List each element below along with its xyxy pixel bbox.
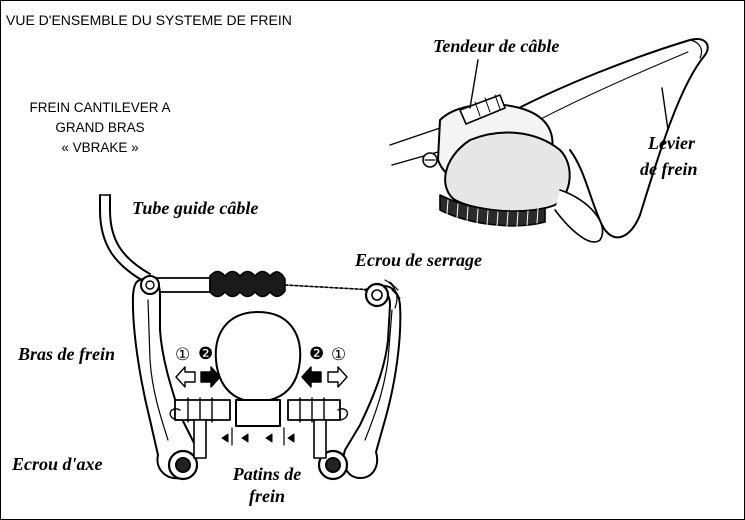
outward-arrow-left [175, 366, 196, 388]
marker-two-right: ❷ [309, 344, 325, 363]
label-pads-line-1: Patins de [232, 464, 302, 484]
brake-type-line-2: GRAND BRAS [55, 120, 145, 135]
brake-type-line-3: « VBRAKE » [61, 140, 139, 155]
inward-arrow-right [301, 366, 322, 388]
label-cable-guide: Tube guide câble [132, 198, 259, 218]
label-lever-line-1: Levier [648, 133, 695, 153]
page-title: VUE D'ENSEMBLE DU SYSTEME DE FREIN [6, 12, 292, 28]
label-cable-adjuster: Tendeur de câble [433, 36, 560, 56]
movement-arrows [175, 366, 348, 388]
label-axle-nut: Ecrou d'axe [12, 454, 103, 474]
marker-one-right: ① [331, 345, 347, 364]
marker-one-left: ① [175, 345, 191, 364]
label-pads-line-2: frein [249, 486, 285, 506]
cable-guide-tube [99, 194, 151, 283]
inward-arrow-left [200, 366, 221, 388]
brake-lever-illustration [389, 38, 709, 243]
brake-type-caption: FREIN CANTILEVER A GRAND BRAS « VBRAKE » [0, 98, 200, 158]
brake-type-line-1: FREIN CANTILEVER A [29, 100, 171, 115]
label-brake-arm: Bras de frein [18, 344, 116, 364]
label-lever-line-2: de frein [640, 159, 698, 179]
label-lock-nut: Ecrou de serrage [355, 250, 482, 270]
marker-two-left: ❷ [198, 344, 214, 363]
outward-arrow-right [327, 366, 348, 388]
vbrake-illustration [131, 270, 402, 481]
